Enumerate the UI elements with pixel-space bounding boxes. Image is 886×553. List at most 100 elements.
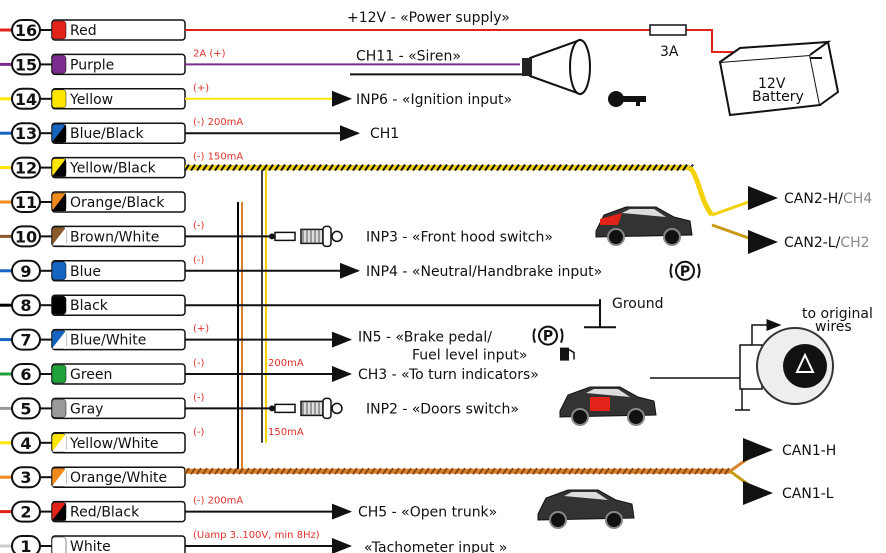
fuse [649, 24, 687, 36]
wire-number: 6 [20, 365, 31, 384]
wire-note: (-) [193, 427, 205, 438]
wire-stripe [52, 502, 66, 521]
wire-color-name: White [70, 539, 111, 553]
wire-number: 8 [20, 296, 31, 315]
wire-number: 1 [20, 537, 31, 553]
wire-note: 2A (+) [193, 48, 226, 59]
wire-color-name: Blue/Black [70, 126, 144, 142]
wire-row-4: 4 Yellow/White (-) [0, 427, 205, 454]
wire-color-name: Gray [70, 401, 103, 417]
wire-row-13: 13 Blue/Black (-) 200mA [0, 117, 243, 145]
wire-5-label: INP2 - «Doors switch» [366, 401, 519, 417]
wire-row-6: 6 Green (-) [0, 358, 205, 385]
wire-color-swatch [51, 364, 67, 384]
wire-16-label: +12V - «Power supply» [347, 10, 510, 26]
wire-number: 12 [15, 159, 37, 178]
wire-stripe [52, 433, 66, 452]
turn-indicator-device [735, 319, 834, 411]
wire-color-swatch [51, 399, 67, 418]
wire-row-14: 14 Yellow (+) [0, 83, 209, 110]
inp5-label-2: Fuel level input» [412, 348, 527, 364]
wire-14-label: INP6 - «Ignition input» [356, 92, 512, 108]
wire-number: 11 [15, 193, 37, 212]
wire-color-name: Purple [70, 57, 114, 73]
wire-number: 9 [20, 262, 31, 281]
wire-15-label: CH11 - «Siren» [356, 48, 461, 64]
wire-stripe [52, 330, 66, 349]
wire-note: (Uamp 3..100V, min 8Hz) [193, 530, 320, 541]
wire-row-11: 11 Orange/Black [0, 191, 186, 213]
wire-color-swatch [51, 295, 67, 315]
wire-color-name: Yellow/White [69, 436, 159, 452]
battery-voltage: 12V [758, 76, 786, 92]
wire-note: (-) 200mA [193, 117, 243, 128]
wire-note: (-) [193, 358, 205, 369]
wire-row-16: 16 Red [0, 19, 186, 41]
wire-color-name: Brown/White [70, 229, 159, 245]
wire-color-name: Orange/Black [70, 195, 165, 211]
wire-note: (-) [193, 392, 205, 403]
fuse-label: 3A [660, 44, 679, 60]
car-doors-icon [559, 386, 657, 426]
wire-stripe [52, 193, 66, 211]
wire-color-name: Blue [70, 264, 101, 280]
can1-l-label: CAN1-L [782, 486, 834, 502]
ch3-current-note: 200mA [268, 358, 304, 369]
door-switch-icon [269, 397, 343, 420]
fuel-pump-icon [560, 347, 575, 361]
siren-icon [522, 38, 591, 96]
wire-number: 10 [15, 227, 37, 246]
wire-number: 13 [15, 124, 37, 143]
wire-note: (+) [193, 83, 209, 94]
inp5-label-1: IN5 - «Brake pedal/ [358, 330, 492, 346]
wire-number: 16 [15, 21, 37, 40]
to-original-label-1: to original [802, 306, 873, 322]
wire-note: (-) [193, 255, 205, 266]
wire-12-twisted [184, 164, 694, 172]
wire-row-1: 1 White (Uamp 3..100V, min 8Hz) [0, 530, 320, 553]
car-trunk-icon [537, 489, 635, 529]
wire-color-name: Yellow [69, 92, 113, 108]
wire-note: (-) 200mA [193, 496, 243, 507]
wire-stripe [52, 227, 66, 246]
power-feed [685, 29, 738, 53]
wire-color-swatch [51, 55, 67, 74]
hood-switch-icon [269, 225, 343, 248]
brake-p-icon: P [532, 325, 564, 346]
inp2-current-note: 150mA [268, 427, 304, 438]
wire-row-10: 10 Brown/White (-) [0, 220, 205, 248]
wire-number: 15 [15, 55, 37, 74]
wire-color-name: Green [70, 367, 112, 383]
car-hood-icon [595, 206, 693, 246]
wire-stripe [52, 158, 66, 177]
wire-note: (-) [193, 220, 205, 231]
to-original-label-2: wires [815, 319, 852, 335]
wire-color-name: Blue/White [70, 333, 146, 349]
wire-note: (-) 150mA [193, 152, 243, 163]
can2-l-alt: CH2 [840, 235, 869, 251]
wire-number: 7 [20, 331, 31, 350]
p-letter: P [543, 329, 553, 345]
wire-13-label: CH1 [370, 126, 399, 142]
can1-l-line [729, 469, 773, 505]
wire-number: 3 [20, 468, 31, 487]
wire-color-swatch [51, 536, 67, 553]
battery-label: Battery [752, 89, 804, 105]
wire-color-name: Red [70, 23, 97, 39]
wire-number: 14 [15, 90, 37, 109]
wire-number: 4 [20, 434, 31, 453]
wire-color-name: Red/Black [70, 505, 140, 521]
wire-stripe [52, 124, 66, 143]
can1-twisted [184, 467, 730, 475]
wire-2-label: CH5 - «Open trunk» [358, 505, 497, 521]
wire-row-15: 15 Purple 2A (+) [0, 48, 226, 76]
can2-l-line [711, 223, 778, 254]
can2-twist-down [687, 166, 715, 217]
wire-row-9: 9 Blue (-) [0, 255, 205, 282]
wire-color-swatch [51, 20, 67, 40]
